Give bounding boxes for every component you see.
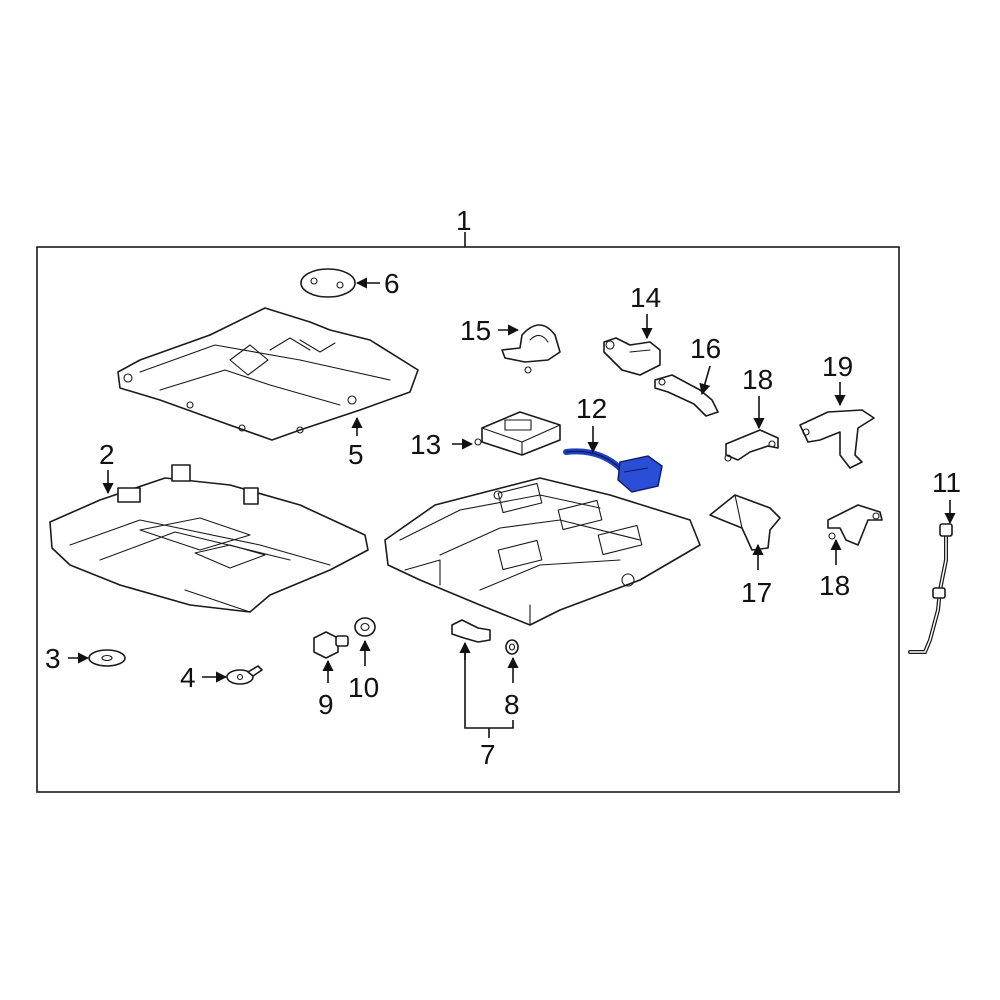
- callout-17: 17: [741, 577, 772, 608]
- part-10-washer: [354, 617, 376, 637]
- part-17-bracket: [709, 494, 781, 551]
- callout-1: 1: [456, 205, 472, 236]
- part-9-bolt: [313, 631, 349, 659]
- part-16-bracket: [654, 374, 719, 417]
- callout-18b: 18: [819, 570, 850, 601]
- battery-assembly: [384, 477, 701, 626]
- part-8-oring: [505, 639, 519, 655]
- part-6-gasket: [300, 268, 356, 298]
- part-11-harness: [908, 523, 953, 654]
- callout-2: 2: [99, 439, 115, 470]
- part-19-bracket: [799, 409, 875, 469]
- part-4-clip: [226, 665, 263, 685]
- part-12-harness: [563, 448, 663, 493]
- callout-7: 7: [480, 739, 496, 770]
- part-3-washer: [88, 649, 126, 667]
- callout-5: 5: [348, 439, 364, 470]
- assembly-frame: [36, 246, 900, 793]
- part-14-connector: [603, 337, 661, 376]
- callout-6: 6: [384, 268, 400, 299]
- callout-13: 13: [410, 429, 441, 460]
- callout-19: 19: [822, 351, 853, 382]
- callout-11: 11: [932, 467, 961, 498]
- callout-16: 16: [690, 333, 721, 364]
- callout-4: 4: [180, 662, 196, 693]
- callout-8: 8: [504, 689, 520, 720]
- callout-16-leader: [699, 365, 711, 396]
- callout-14: 14: [630, 282, 661, 313]
- part-2-lower-tray: [49, 464, 369, 613]
- callout-10: 10: [348, 672, 379, 703]
- part-7-sensor: [451, 619, 491, 643]
- callout-15: 15: [460, 315, 491, 346]
- part-13-module: [474, 411, 561, 456]
- part-18-bracket-upper: [724, 429, 779, 462]
- callout-3: 3: [45, 643, 61, 674]
- part-15-bracket: [501, 324, 561, 374]
- part-5-upper-cover: [117, 307, 419, 441]
- part-18-bracket-lower: [827, 504, 883, 546]
- callout-18a: 18: [742, 364, 773, 395]
- callout-12: 12: [576, 393, 607, 424]
- callout-9: 9: [318, 689, 334, 720]
